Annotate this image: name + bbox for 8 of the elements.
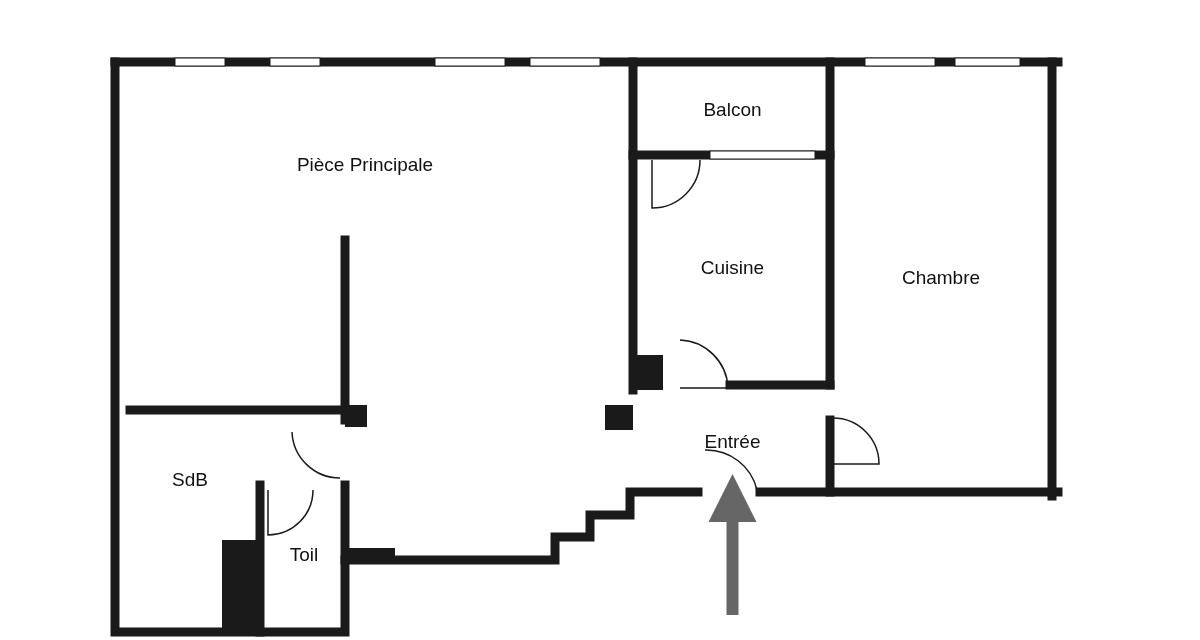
room-label: Cuisine: [700, 256, 765, 279]
room-label: Pièce Principale: [296, 154, 434, 176]
room-label: Toil: [289, 544, 319, 566]
entrance-arrow: [708, 474, 757, 615]
room-label: Chambre: [901, 266, 981, 289]
room-label: Balcon: [703, 99, 762, 121]
room-label: SdB: [172, 469, 208, 491]
room-label: Entrée: [704, 431, 761, 453]
